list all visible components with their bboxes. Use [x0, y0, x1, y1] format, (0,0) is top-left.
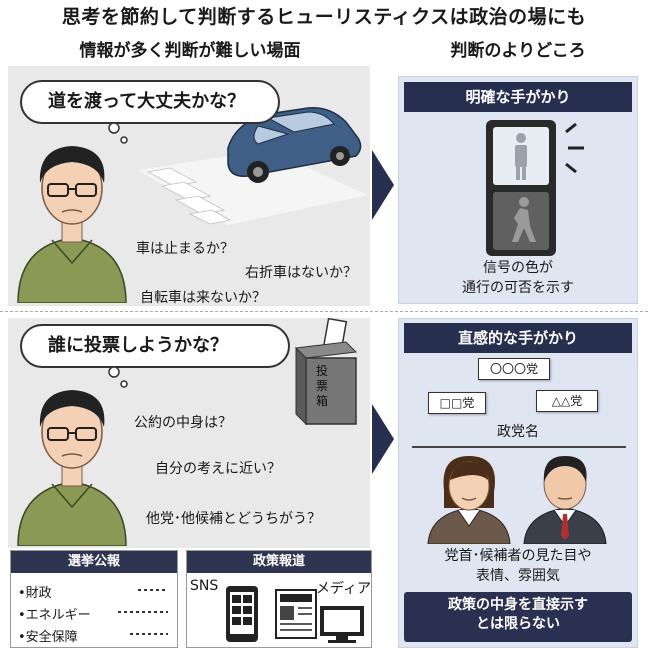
signal-caption-line2: 通行の可否を示す — [462, 280, 574, 296]
not-direct-policy-note: 政策の中身を直接示す とは限らない — [404, 592, 632, 642]
bulletin-item-energy: •エネルギー — [18, 608, 91, 623]
election-bulletin-box: 選挙公報 — [10, 550, 178, 648]
note-line1: 政策の中身を直接示す — [448, 597, 588, 613]
television-icon — [320, 606, 364, 643]
thought-tail-dots-2 — [108, 366, 128, 388]
party-tag-1: 〇〇〇党 — [478, 358, 550, 380]
election-bulletin-title: 選挙公報 — [11, 551, 177, 573]
right-section-header: 判断のよりどころ — [450, 41, 586, 61]
arrow-right-icon-2 — [372, 404, 394, 474]
party-name-label: 政党名 — [497, 424, 539, 440]
thought-tail-dots — [108, 122, 128, 144]
person-pedestrian-avatar — [17, 146, 127, 303]
question-bicycle: 自転車は来ないか？ — [140, 290, 266, 306]
bulletin-dotted-lines — [118, 589, 168, 635]
party-tag-3: △△党 — [536, 390, 598, 412]
media-label: メディア — [316, 581, 372, 597]
arrow-right-icon — [372, 150, 394, 220]
party-tag-2: □□党 — [428, 392, 486, 414]
clear-cue-title: 明確な手がかり — [404, 82, 632, 112]
question-my-view: 自分の考えに近い？ — [155, 461, 281, 477]
page-title: 思考を節約して判断するヒューリスティクスは政治の場にも — [61, 6, 587, 28]
policy-news-title: 政策報道 — [187, 551, 371, 573]
section-divider — [0, 311, 648, 312]
signal-caption-line1: 信号の色が — [483, 260, 553, 276]
ballot-box-icon — [294, 318, 358, 426]
bulletin-item-finance: •財政 — [18, 586, 52, 601]
pedestrian-signal-icon — [486, 120, 584, 256]
bulletin-item-security: •安全保障 — [18, 630, 78, 645]
question-car-stop: 車は止まるか？ — [136, 241, 234, 257]
male-candidate-avatar — [523, 456, 607, 544]
question-right-turn: 右折車はないか？ — [245, 265, 357, 281]
people-caption-line1: 党首･候補者の見た目や — [444, 548, 592, 564]
people-caption-line2: 表情、雰囲気 — [476, 568, 560, 584]
thought-bubble-voting: 誰に投票しようかな？ — [20, 324, 290, 368]
ballot-box-label: 投票箱 — [315, 364, 328, 408]
sns-label: SNS — [190, 578, 219, 594]
thought-bubble-crossing: 道を渡って大丈夫かな？ — [20, 80, 280, 124]
newspaper-icon — [275, 589, 317, 639]
intuitive-cue-title: 直感的な手がかり — [404, 323, 632, 353]
female-candidate-avatar — [427, 456, 511, 544]
question-compare: 他党･他候補とどうちがう？ — [146, 511, 321, 527]
left-section-header: 情報が多く判断が難しい場面 — [79, 41, 301, 61]
media-devices-illustration — [226, 586, 364, 643]
note-line2: とは限らない — [476, 616, 560, 632]
party-divider — [412, 446, 626, 448]
smartphone-icon — [226, 586, 258, 642]
question-manifesto: 公約の中身は？ — [134, 415, 232, 431]
person-voter-avatar — [17, 390, 127, 546]
